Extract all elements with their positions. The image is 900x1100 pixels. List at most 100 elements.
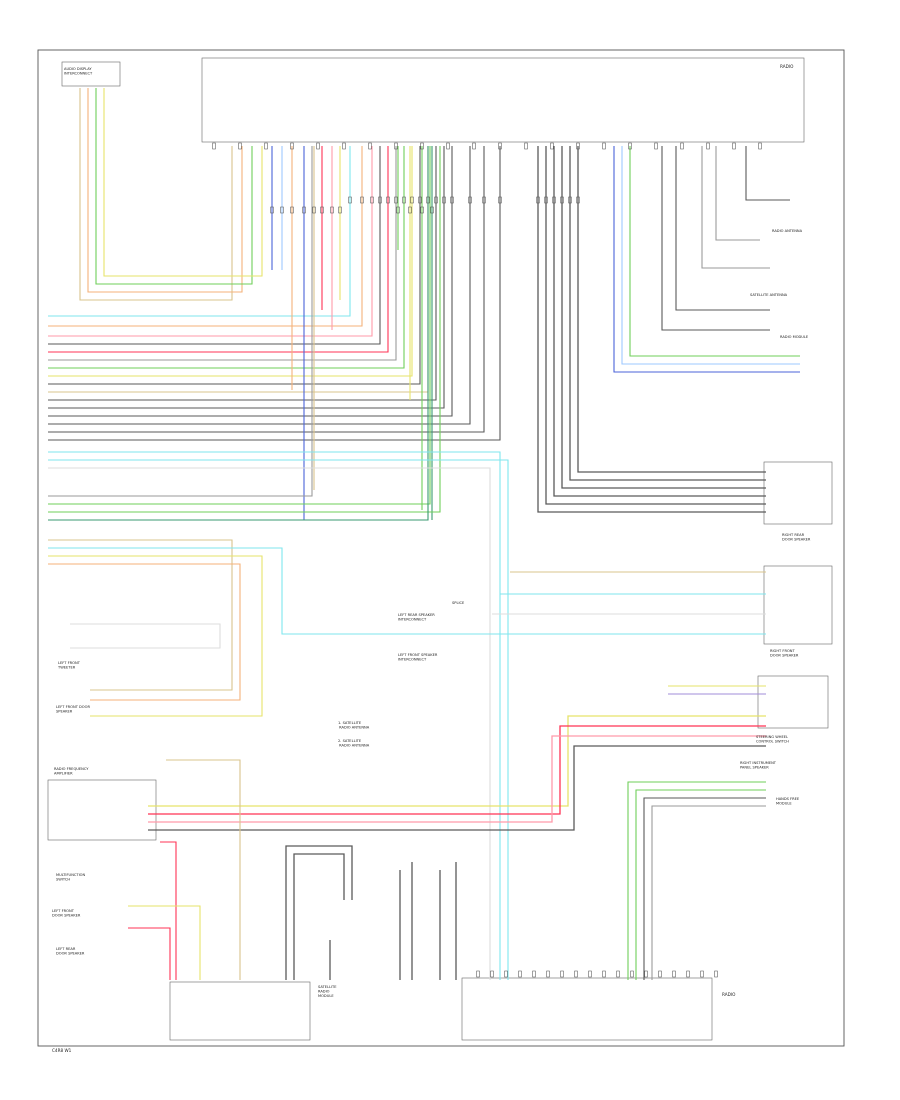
mid-bundle-3 bbox=[48, 146, 429, 521]
bus-pin-4 bbox=[386, 196, 390, 204]
bottom-module-pin-1 bbox=[490, 970, 494, 978]
bus-pin-14 bbox=[482, 196, 486, 204]
antenna-note-2: 2. SATELLITE RADIO ANTENNA bbox=[338, 739, 370, 748]
right-low-component-box bbox=[757, 675, 829, 729]
right-pin-4 bbox=[568, 196, 572, 204]
top-left-wire-0 bbox=[79, 88, 233, 301]
top-module-pin-15 bbox=[602, 142, 606, 150]
speaker-wire-d bbox=[48, 563, 241, 701]
bus-pin-12 bbox=[450, 196, 454, 204]
bus-wire-6 bbox=[48, 146, 405, 369]
top-module-pin-10 bbox=[472, 142, 476, 150]
top-module-pin-7 bbox=[394, 142, 398, 150]
sat-wire-b bbox=[293, 853, 345, 980]
cyan-wire-a bbox=[48, 451, 501, 980]
bottom-module-pin-14 bbox=[672, 970, 676, 978]
right-pin-5 bbox=[576, 196, 580, 204]
top-module-pin-19 bbox=[706, 142, 710, 150]
top-left-wire-1 bbox=[87, 88, 243, 293]
bus-wire-15 bbox=[48, 146, 501, 441]
amp-wire-h bbox=[128, 927, 171, 980]
radio-module-bottom-box bbox=[461, 977, 713, 1041]
bus-wire-8 bbox=[48, 146, 421, 385]
bottom-module-pin-6 bbox=[560, 970, 564, 978]
top-module-pin-6 bbox=[368, 142, 372, 150]
amp-wire-g bbox=[128, 905, 201, 980]
top-right-module-label: RADIO bbox=[780, 64, 794, 69]
mid-bundle-0 bbox=[48, 146, 313, 497]
bottom-module-pin-4 bbox=[532, 970, 536, 978]
antenna-note-1: 1. SATELLITE RADIO ANTENNA bbox=[338, 721, 370, 730]
right-mid2-component-box bbox=[763, 565, 833, 645]
diagram-frame bbox=[37, 49, 845, 1047]
vertical-pin-11 bbox=[430, 206, 434, 214]
white-wire-a bbox=[48, 467, 491, 980]
bus-pin-5 bbox=[394, 196, 398, 204]
right-drop-3 bbox=[561, 146, 766, 489]
center-splice-label: SPLICE bbox=[452, 601, 465, 605]
bus-pin-0 bbox=[348, 196, 352, 204]
vertical-pin-4 bbox=[312, 206, 316, 214]
bus-pin-13 bbox=[468, 196, 472, 204]
bus-wire-10 bbox=[48, 146, 437, 401]
top-module-pin-20 bbox=[732, 142, 736, 150]
right-green-wire bbox=[629, 146, 800, 357]
bottom-module-pin-0 bbox=[476, 970, 480, 978]
top-module-pin-12 bbox=[524, 142, 528, 150]
bus-wire-13 bbox=[48, 146, 471, 425]
vertical-pin-10 bbox=[420, 206, 424, 214]
bus-wire-2 bbox=[48, 146, 373, 337]
bottom-module-pin-17 bbox=[714, 970, 718, 978]
bus-wire-5 bbox=[48, 146, 397, 361]
speaker-wire-a bbox=[48, 539, 233, 691]
amp-wire-f bbox=[160, 841, 177, 980]
vertical-pin-3 bbox=[302, 206, 306, 214]
right-top-label-1: RADIO ANTENNA bbox=[772, 229, 803, 233]
right-top-label-3: RADIO MODULE bbox=[780, 335, 809, 339]
right-pin-2 bbox=[552, 196, 556, 204]
tweeter-loop bbox=[70, 623, 221, 649]
right-pin-3 bbox=[560, 196, 564, 204]
vertical-pin-1 bbox=[280, 206, 284, 214]
vertical-pin-6 bbox=[330, 206, 334, 214]
top-module-pin-13 bbox=[550, 142, 554, 150]
top-module-pin-5 bbox=[342, 142, 346, 150]
top-module-pin-1 bbox=[238, 142, 242, 150]
right-black-wire-b bbox=[675, 146, 770, 311]
bus-pin-1 bbox=[360, 196, 364, 204]
top-module-pin-8 bbox=[420, 142, 424, 150]
bottom-module-pin-13 bbox=[658, 970, 662, 978]
bus-wire-0 bbox=[48, 146, 351, 317]
bottom-right-group-2 bbox=[643, 797, 766, 980]
bottom-module-pin-9 bbox=[602, 970, 606, 978]
vertical-pin-8 bbox=[396, 206, 400, 214]
top-left-wire-2 bbox=[95, 88, 253, 285]
bus-wire-9 bbox=[48, 146, 429, 393]
top-module-pin-2 bbox=[264, 142, 268, 150]
mid-bundle-2 bbox=[48, 146, 441, 513]
top-module-pin-18 bbox=[680, 142, 684, 150]
bottom-right-group-0 bbox=[627, 781, 766, 980]
wire-group bbox=[48, 88, 800, 980]
top-module-pin-14 bbox=[576, 142, 580, 150]
amp-wire-a bbox=[148, 715, 766, 807]
top-module-pin-9 bbox=[446, 142, 450, 150]
bottom-right-group-3 bbox=[651, 805, 766, 980]
left-top-component-box bbox=[61, 61, 121, 87]
top-module-pin-11 bbox=[498, 142, 502, 150]
top-module-pin-3 bbox=[290, 142, 294, 150]
vertical-pin-2 bbox=[290, 206, 294, 214]
mid-bundle-1 bbox=[48, 146, 431, 505]
sat-wire-a bbox=[285, 845, 353, 980]
bottom-right-group-1 bbox=[635, 789, 766, 980]
right-lightblue-wire bbox=[621, 146, 800, 365]
top-module-pin-17 bbox=[654, 142, 658, 150]
